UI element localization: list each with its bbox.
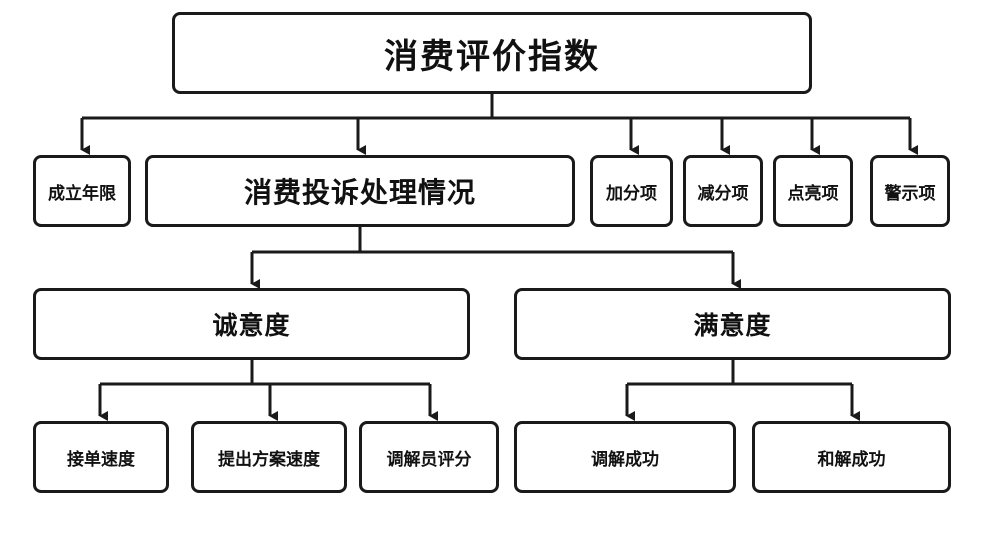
node-proposal-speed: 提出方案速度 bbox=[191, 421, 347, 493]
node-mediator-score-label: 调解员评分 bbox=[386, 449, 472, 470]
node-highlight: 点亮项 bbox=[773, 155, 853, 227]
node-bonus: 加分项 bbox=[590, 155, 673, 227]
node-complaint-label: 消费投诉处理情况 bbox=[243, 176, 476, 209]
root-label: 消费评价指数 bbox=[384, 36, 600, 77]
node-years-label: 成立年限 bbox=[48, 183, 116, 204]
node-complaint: 消费投诉处理情况 bbox=[145, 155, 575, 227]
node-years: 成立年限 bbox=[33, 155, 131, 227]
node-settlement-success-label: 和解成功 bbox=[817, 449, 886, 470]
node-mediation-success: 调解成功 bbox=[514, 421, 736, 493]
node-satisfaction-label: 满意度 bbox=[693, 311, 772, 340]
node-deduction: 减分项 bbox=[683, 155, 763, 227]
node-mediator-score: 调解员评分 bbox=[359, 421, 499, 493]
node-warning: 警示项 bbox=[870, 155, 950, 227]
node-accept-speed: 接单速度 bbox=[33, 421, 169, 493]
node-accept-speed-label: 接单速度 bbox=[67, 449, 135, 470]
node-deduction-label: 减分项 bbox=[697, 183, 749, 204]
node-satisfaction: 满意度 bbox=[514, 288, 951, 360]
node-bonus-label: 加分项 bbox=[606, 183, 657, 204]
node-highlight-label: 点亮项 bbox=[787, 183, 839, 204]
node-mediation-success-label: 调解成功 bbox=[591, 449, 659, 470]
root-node: 消费评价指数 bbox=[172, 12, 812, 94]
node-sincerity-label: 诚意度 bbox=[212, 311, 291, 340]
node-warning-label: 警示项 bbox=[884, 183, 936, 204]
node-settlement-success: 和解成功 bbox=[752, 421, 951, 493]
node-sincerity: 诚意度 bbox=[33, 288, 470, 360]
node-proposal-speed-label: 提出方案速度 bbox=[218, 449, 320, 470]
